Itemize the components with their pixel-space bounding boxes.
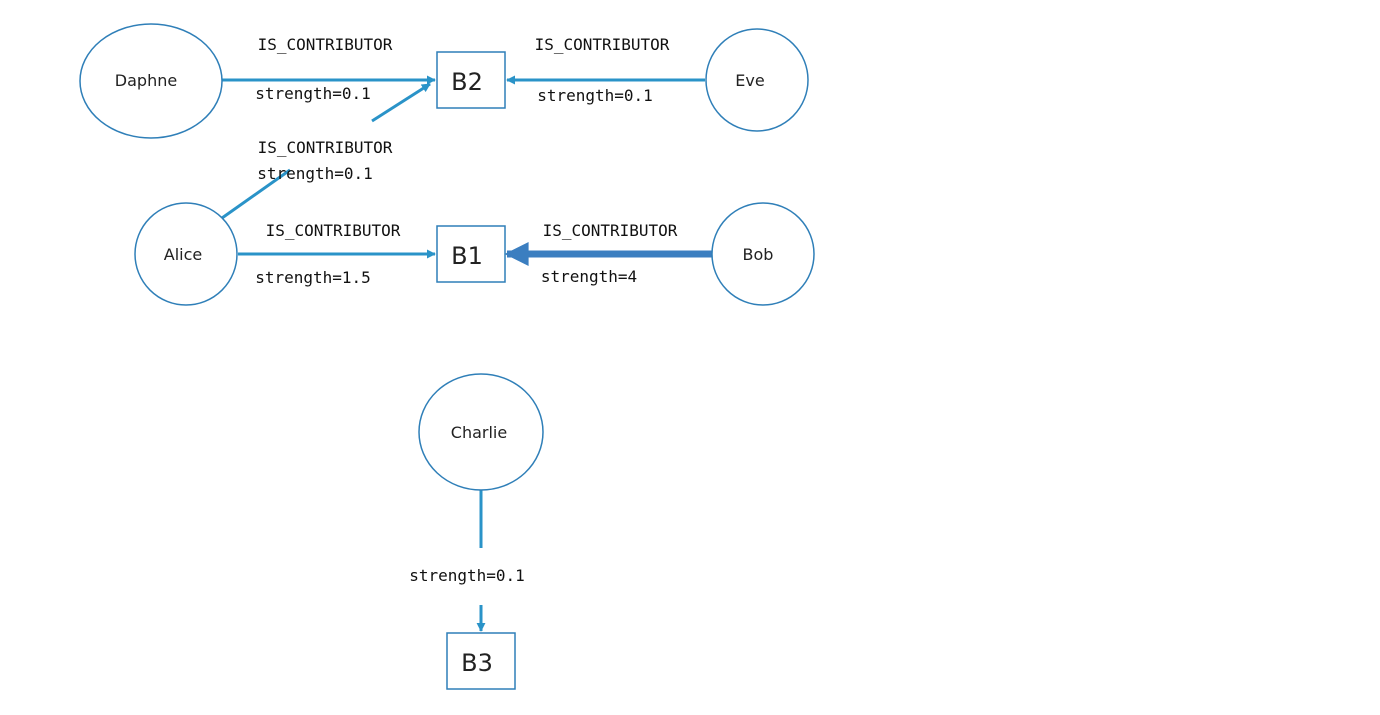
edge-label-alice-b2-relation: IS_CONTRIBUTOR xyxy=(258,138,393,157)
node-bob[interactable]: Bob xyxy=(711,202,815,306)
edge-label-bob-b1-relation: IS_CONTRIBUTOR xyxy=(543,221,678,240)
edge-label-alice-b2-strength: strength=0.1 xyxy=(257,164,373,183)
edge-label-alice-b1-strength: strength=1.5 xyxy=(255,268,371,287)
node-b2[interactable]: B2 xyxy=(436,51,506,109)
node-charlie[interactable]: Charlie xyxy=(418,373,544,491)
edge-label-eve-b2-strength: strength=0.1 xyxy=(537,86,653,105)
node-alice-label: Alice xyxy=(164,245,202,264)
edges-layer xyxy=(221,75,712,632)
node-b1-label: B1 xyxy=(451,242,483,270)
node-b2-label: B2 xyxy=(451,68,483,96)
node-b3[interactable]: B3 xyxy=(446,632,516,690)
node-daphne[interactable]: Daphne xyxy=(79,23,223,139)
edge-labels-layer: IS_CONTRIBUTOR strength=0.1 IS_CONTRIBUT… xyxy=(255,35,678,585)
edge-alice-b2-upper xyxy=(371,82,431,123)
node-charlie-label: Charlie xyxy=(451,423,507,442)
edge-label-charlie-b3-strength: strength=0.1 xyxy=(409,566,525,585)
edge-label-alice-b1-relation: IS_CONTRIBUTOR xyxy=(266,221,401,240)
node-alice[interactable]: Alice xyxy=(134,202,238,306)
edge-label-daphne-b2-strength: strength=0.1 xyxy=(255,84,371,103)
node-b1[interactable]: B1 xyxy=(436,225,506,283)
edge-label-daphne-b2-relation: IS_CONTRIBUTOR xyxy=(258,35,393,54)
node-daphne-label: Daphne xyxy=(115,71,177,90)
edge-alice-b2-lower xyxy=(221,168,291,220)
edge-label-bob-b1-strength: strength=4 xyxy=(541,267,637,286)
node-bob-label: Bob xyxy=(743,245,774,264)
node-b3-label: B3 xyxy=(461,649,493,677)
edge-label-eve-b2-relation: IS_CONTRIBUTOR xyxy=(535,35,670,54)
node-eve[interactable]: Eve xyxy=(705,28,809,132)
node-eve-label: Eve xyxy=(735,71,764,90)
